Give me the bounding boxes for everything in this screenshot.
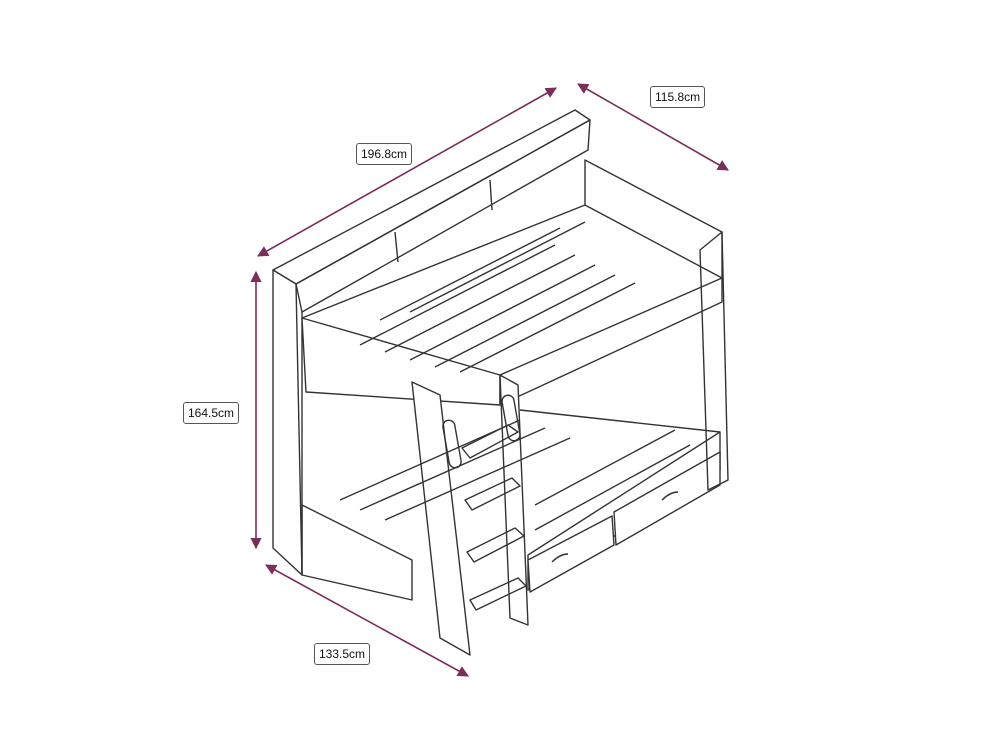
drawer-handle-right [661,491,679,501]
top-slat [359,244,556,346]
depth-label: 133.5cm [314,643,371,665]
ladder-left-post [411,381,471,656]
top-slat [384,254,576,353]
width-dimension-line [577,83,729,171]
length-label: 196.8cm [356,143,413,165]
shelf-unit-top [272,109,591,285]
base-front-panel [301,504,413,601]
bottom-slat [359,427,546,511]
bottom-bunk-slats [339,419,691,531]
top-bunk-end-panel [301,317,501,406]
top-slat [434,274,616,368]
top-slat [459,282,636,373]
bottom-back-edge [519,409,721,433]
ladder-step [466,527,525,563]
height-label: 164.5cm [183,402,240,424]
drawer-right [613,451,721,546]
top-slat [379,227,561,321]
bottom-slat [534,429,676,506]
depth-dimension-line [265,564,469,677]
top-bunk-back-rail [584,159,723,279]
bottom-slat [534,444,691,531]
shelf-divider-2 [489,179,493,211]
top-bunk-side-rail [499,277,723,406]
top-slat [409,221,586,313]
ladder-step [464,477,521,511]
length-dimension-line [257,87,557,257]
bottom-slat [339,419,521,501]
drawer-handle-left [551,553,569,563]
top-bunk-back-edge [301,204,586,319]
width-label: 115.8cm [650,86,706,108]
dimension-lines [250,83,729,677]
shelf-unit-front [272,269,303,576]
shelf-divider-1 [394,231,399,263]
shelf-unit-side [295,119,591,313]
rear-post [699,231,729,491]
drawer-left [527,515,615,593]
top-bunk-slats [359,221,636,373]
bottom-slat [384,437,571,521]
top-slat [409,264,596,361]
ladder-step [469,577,527,611]
bed-outline [272,109,729,656]
